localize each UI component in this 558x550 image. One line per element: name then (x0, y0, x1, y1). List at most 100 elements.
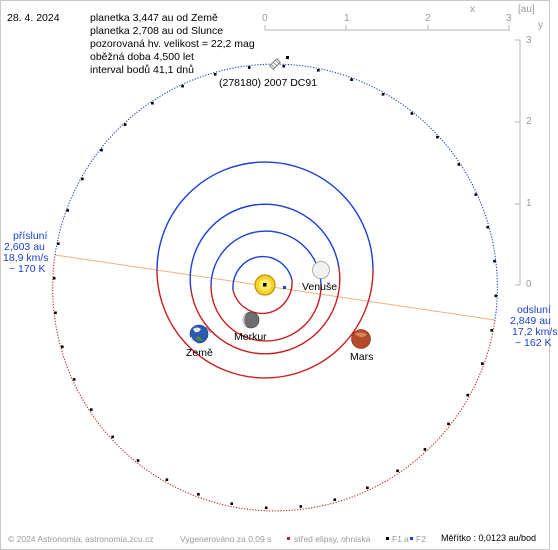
right-scale-axis (515, 39, 521, 286)
venus-orbit-south (210, 285, 322, 342)
perihelion-speed: 18,9 km/s (3, 252, 49, 264)
orbit-point (490, 329, 493, 332)
orbit-point (396, 469, 399, 473)
orbit-point (486, 225, 489, 229)
mars-label: Mars (350, 351, 374, 363)
venus-icon (312, 261, 330, 280)
asteroid-orbit-above (54, 63, 498, 321)
asteroid-orbit-below (52, 254, 496, 512)
right-y-label: y (538, 20, 543, 31)
right-tick-2: 2 (526, 116, 532, 127)
orbit-point (57, 242, 60, 245)
orbit-point (350, 78, 353, 81)
right-tick-1: 1 (526, 198, 532, 209)
aphelion-title: odsluní (517, 304, 551, 316)
mercury-label: Merkur (234, 331, 267, 343)
top-tick-2: 2 (425, 13, 431, 24)
mercury-icon (242, 311, 260, 329)
orbit-point (72, 378, 76, 381)
orbit-point (494, 294, 498, 298)
footer-legend-marks (287, 537, 413, 540)
orbit-point (89, 408, 93, 411)
orbit-point (61, 345, 64, 349)
info-earth-distance: planetka 3,447 au od Země (90, 12, 218, 24)
orbit-point (100, 148, 103, 152)
orbit-point (317, 69, 320, 72)
perihelion-title: přísluní (13, 230, 48, 242)
orbit-point (447, 422, 450, 426)
orbit-point (299, 505, 303, 508)
venus-orbit-north (210, 230, 322, 287)
orbit-point (81, 177, 84, 181)
orbit-point (66, 209, 69, 212)
perihelion-temperature: ~ 170 K (9, 263, 46, 275)
orbit-point (410, 112, 414, 115)
ellipse-center-mark (283, 286, 286, 289)
scale-unit: [au] (518, 4, 535, 15)
footer-center-legend: střed elipsy, ohniska (294, 534, 371, 544)
earth-orbit-south (190, 267, 341, 355)
orbit-point (493, 259, 496, 263)
venus-label: Venuše (302, 281, 338, 293)
orbit-point (466, 393, 469, 397)
footer-f2: F2 (416, 534, 426, 544)
mars-orbit-north (156, 161, 374, 271)
orbit-interval-points (52, 64, 498, 510)
aphelion-temperature: ~ 162 K (515, 337, 552, 349)
top-tick-0: 0 (262, 13, 268, 24)
right-tick-3: 3 (526, 35, 532, 46)
orbit-point (282, 64, 286, 68)
mercury-orbit-north (232, 255, 293, 291)
orbit-point (481, 362, 484, 365)
info-period: oběžná doba 4,500 let (90, 51, 194, 63)
top-x-label: x (470, 4, 475, 15)
mars-orbit-south (156, 269, 374, 379)
asteroid-marker-icon (269, 58, 281, 70)
aphelion-distance: 2,849 au (510, 315, 551, 327)
earth-orbit-north (189, 203, 340, 291)
orbit-point (381, 93, 385, 96)
orbit-point (151, 101, 154, 105)
aphelion-speed: 17,2 km/s (512, 326, 558, 338)
asteroid-position-dot (286, 56, 289, 59)
footer-generated: Vygenerováno za 0,09 s (180, 534, 272, 544)
orbit-point (197, 493, 200, 496)
orbit-point (474, 193, 478, 196)
orbit-point (457, 163, 461, 166)
mercury-orbit-south (232, 279, 293, 315)
top-scale-axis (264, 25, 510, 31)
orbit-point (423, 448, 427, 451)
orbit-point (264, 506, 268, 510)
orbit-point (111, 435, 114, 439)
object-name: (278180) 2007 DC91 (219, 77, 318, 89)
orbit-point (165, 478, 169, 481)
earth-to-asteroid-line (205, 326, 212, 334)
footer-a: a (404, 534, 409, 544)
orbit-point (123, 123, 127, 126)
footer-scale: Měřítko : 0,0123 au/bod (441, 533, 537, 543)
orbit-point (333, 498, 337, 501)
orbit-point (54, 311, 57, 315)
orbit-point (136, 459, 140, 462)
orbit-point (52, 276, 56, 280)
date-label: 28. 4. 2024 (7, 12, 60, 24)
info-sun-distance: planetka 2,708 au od Slunce (90, 25, 224, 37)
orbit-point (366, 486, 369, 490)
info-interval: interval bodů 41,1 dnů (90, 64, 194, 76)
info-magnitude: pozorovaná hv. velikost = 22,2 mag (90, 38, 255, 50)
orbit-point (181, 84, 184, 88)
earth-label: Země (186, 347, 213, 359)
earth-icon (189, 324, 209, 344)
footer-f1: F1 (392, 534, 402, 544)
orbit-point (213, 73, 217, 76)
sun-icon (254, 274, 276, 296)
mars-icon (351, 329, 371, 349)
orbit-point (436, 135, 439, 139)
right-tick-0: 0 (526, 279, 532, 290)
perihelion-distance: 2,603 au (4, 241, 45, 253)
footer-copyright: © 2024 Astronomia, astronomia.zcu.cz (8, 534, 154, 544)
top-tick-1: 1 (344, 13, 350, 24)
orbit-point (247, 66, 251, 69)
top-tick-3: 3 (506, 13, 512, 24)
